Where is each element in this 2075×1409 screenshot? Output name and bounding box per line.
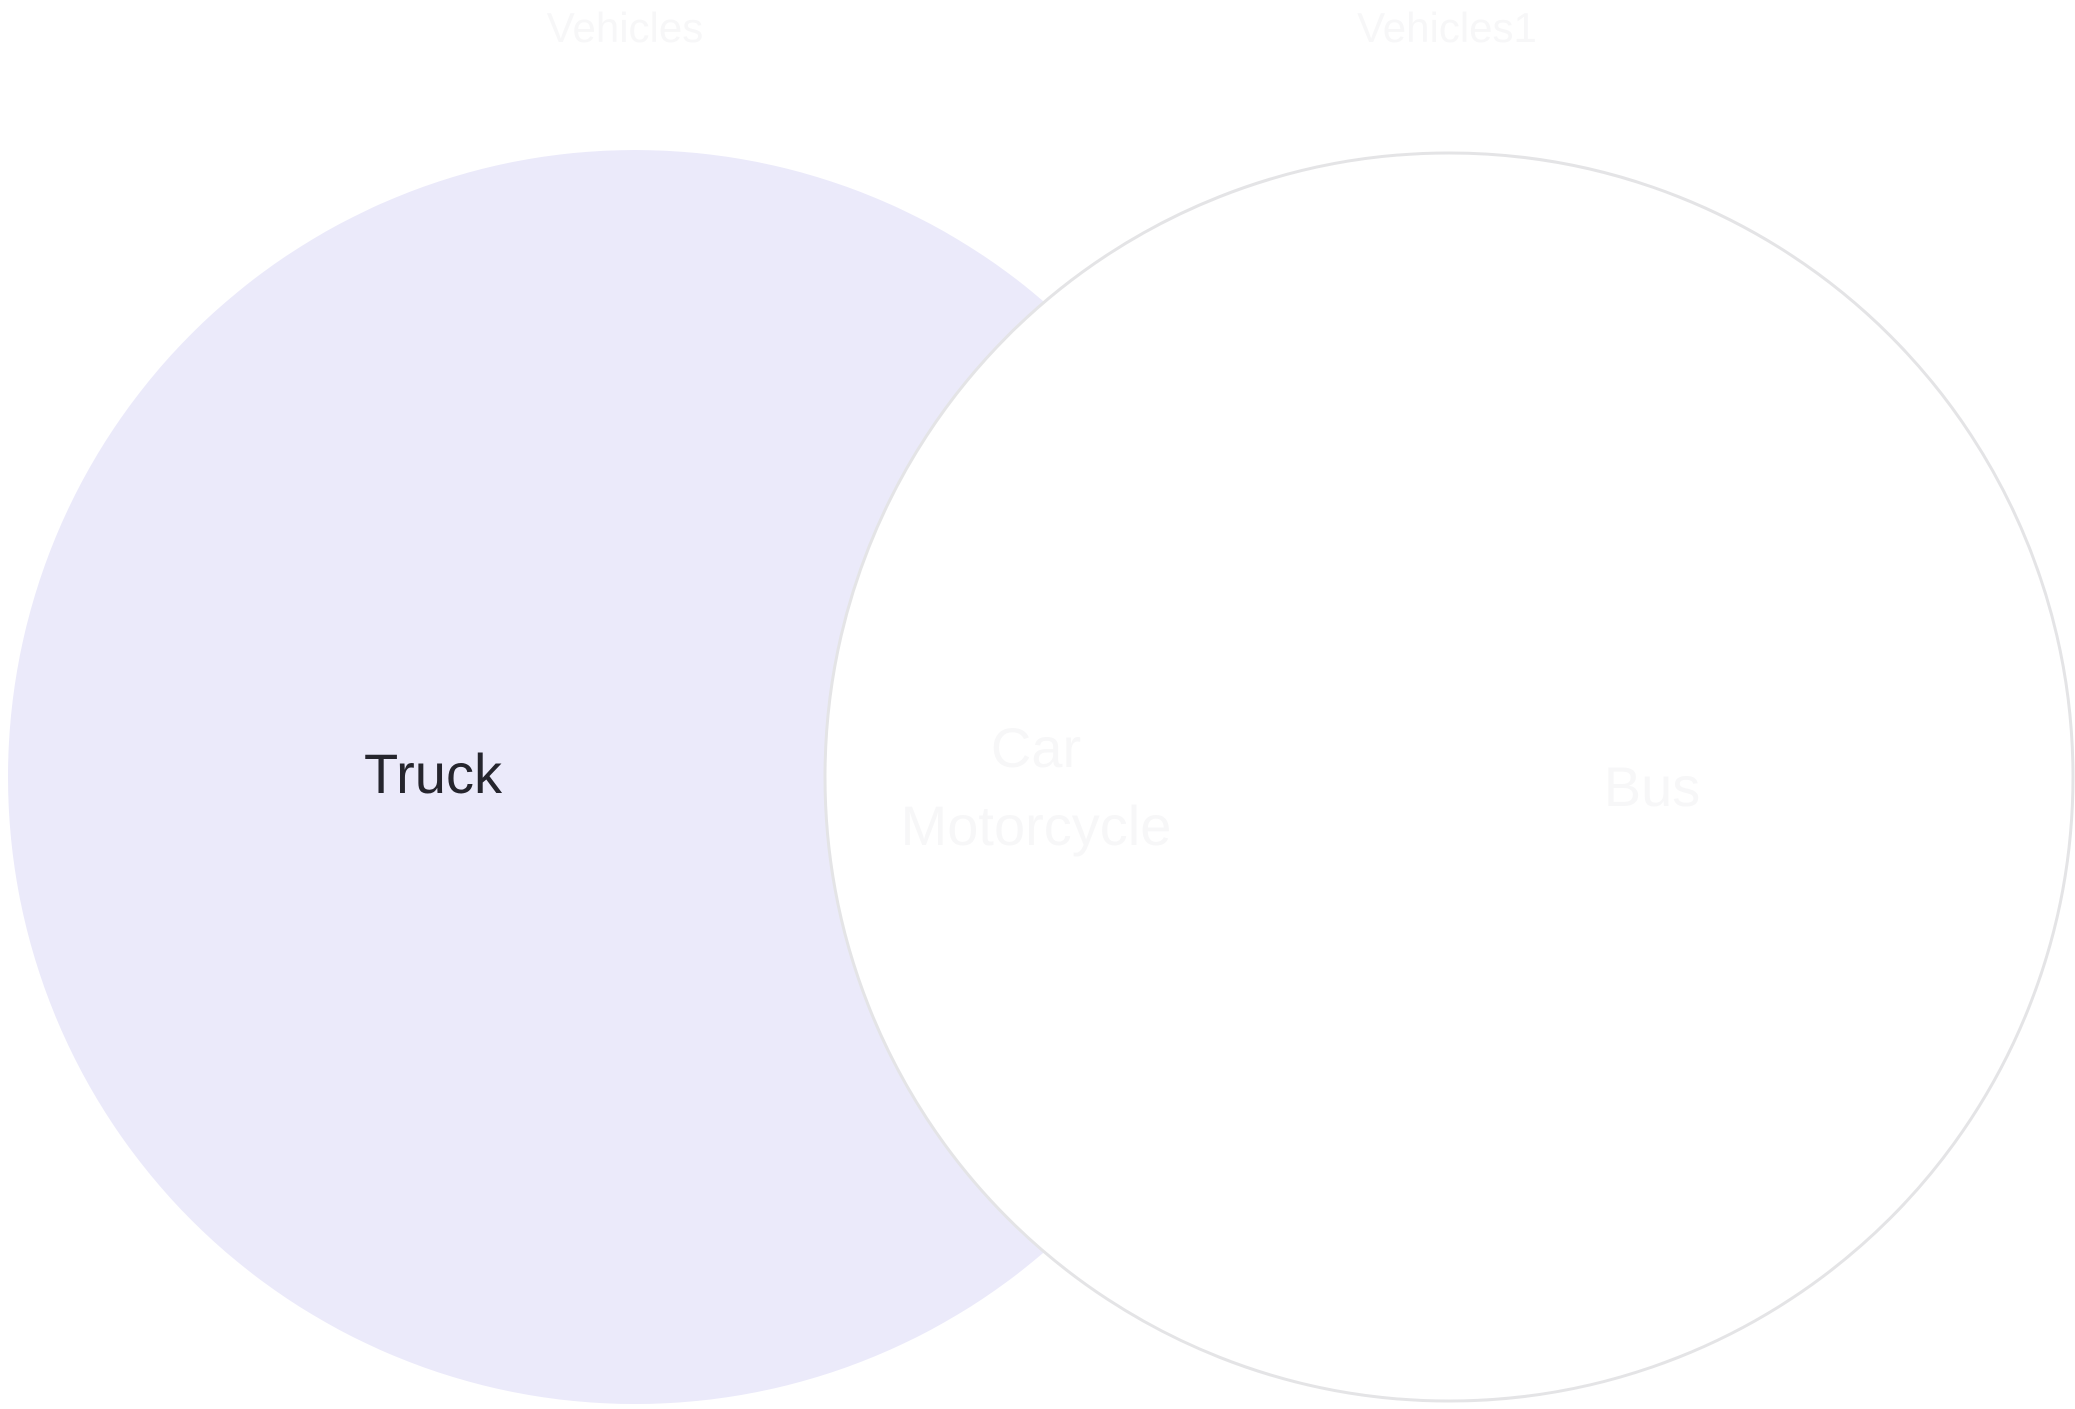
item-car[interactable]: Car bbox=[991, 716, 1081, 779]
set-vehicles1-region[interactable] bbox=[823, 151, 2075, 1403]
item-truck[interactable]: Truck bbox=[364, 742, 503, 805]
item-bus[interactable]: Bus bbox=[1604, 755, 1701, 818]
set-title-vehicles1: Vehicles1 bbox=[1357, 4, 1537, 51]
set-title-vehicles: Vehicles bbox=[547, 4, 703, 51]
item-motorcycle[interactable]: Motorcycle bbox=[901, 794, 1172, 857]
